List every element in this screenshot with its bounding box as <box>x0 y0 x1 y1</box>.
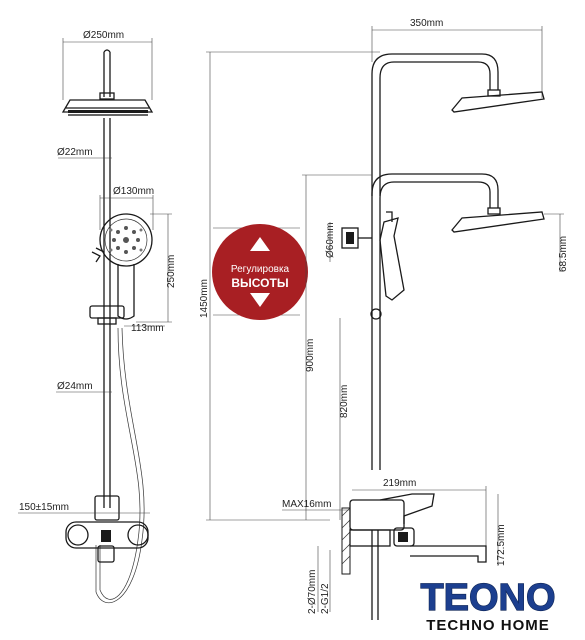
dim-pipe-diameter: Ø24mm <box>57 381 93 392</box>
brand-logo: TEONO TECHNO HOME <box>396 570 582 636</box>
side-view: 350mm 1450mm 900mm 68.5mm Ø60mm <box>199 18 569 620</box>
height-adjust-badge: Регулировка ВЫСОТЫ <box>212 224 308 320</box>
dim-rod-height: 820mm <box>339 385 350 418</box>
dim-spout-length: 219mm <box>383 478 416 489</box>
wall-section <box>341 507 351 575</box>
dim-escutcheon: 2-Ø70mm <box>307 570 318 614</box>
dim-head-reach: 350mm <box>410 18 443 29</box>
arrow-down-icon <box>250 293 270 307</box>
brand-tagline: TECHNO HOME <box>426 617 550 634</box>
brand-name: TEONO <box>420 577 555 619</box>
dim-arm-diameter: Ø22mm <box>57 147 93 158</box>
dim-slider-offset: 113mm <box>131 323 164 334</box>
hand-shower-nozzles <box>109 226 143 254</box>
dim-bracket-diameter: Ø60mm <box>325 222 336 258</box>
badge-line2: ВЫСОТЫ <box>231 276 288 290</box>
dim-total-height: 1450mm <box>199 279 210 318</box>
dim-wall-max: MAX16mm <box>282 499 331 510</box>
dim-center-spacing: 150±15mm <box>19 502 69 513</box>
dim-hand-diameter: Ø130mm <box>113 186 154 197</box>
arrow-up-icon <box>250 237 270 251</box>
dim-riser-height: 900mm <box>305 339 316 372</box>
badge-line1: Регулировка <box>231 264 290 275</box>
badge-circle <box>212 224 308 320</box>
front-view: Ø250mm Ø22mm Ø130mm <box>18 30 177 603</box>
dim-head-drop: 68.5mm <box>558 236 569 272</box>
dim-spout-height: 172.5mm <box>496 524 507 566</box>
dim-head-diameter: Ø250mm <box>83 30 124 41</box>
rain-head-nozzles <box>68 110 148 116</box>
dim-inlet-thread: 2-G1/2 <box>320 583 331 614</box>
dim-hand-length: 250mm <box>166 255 177 288</box>
